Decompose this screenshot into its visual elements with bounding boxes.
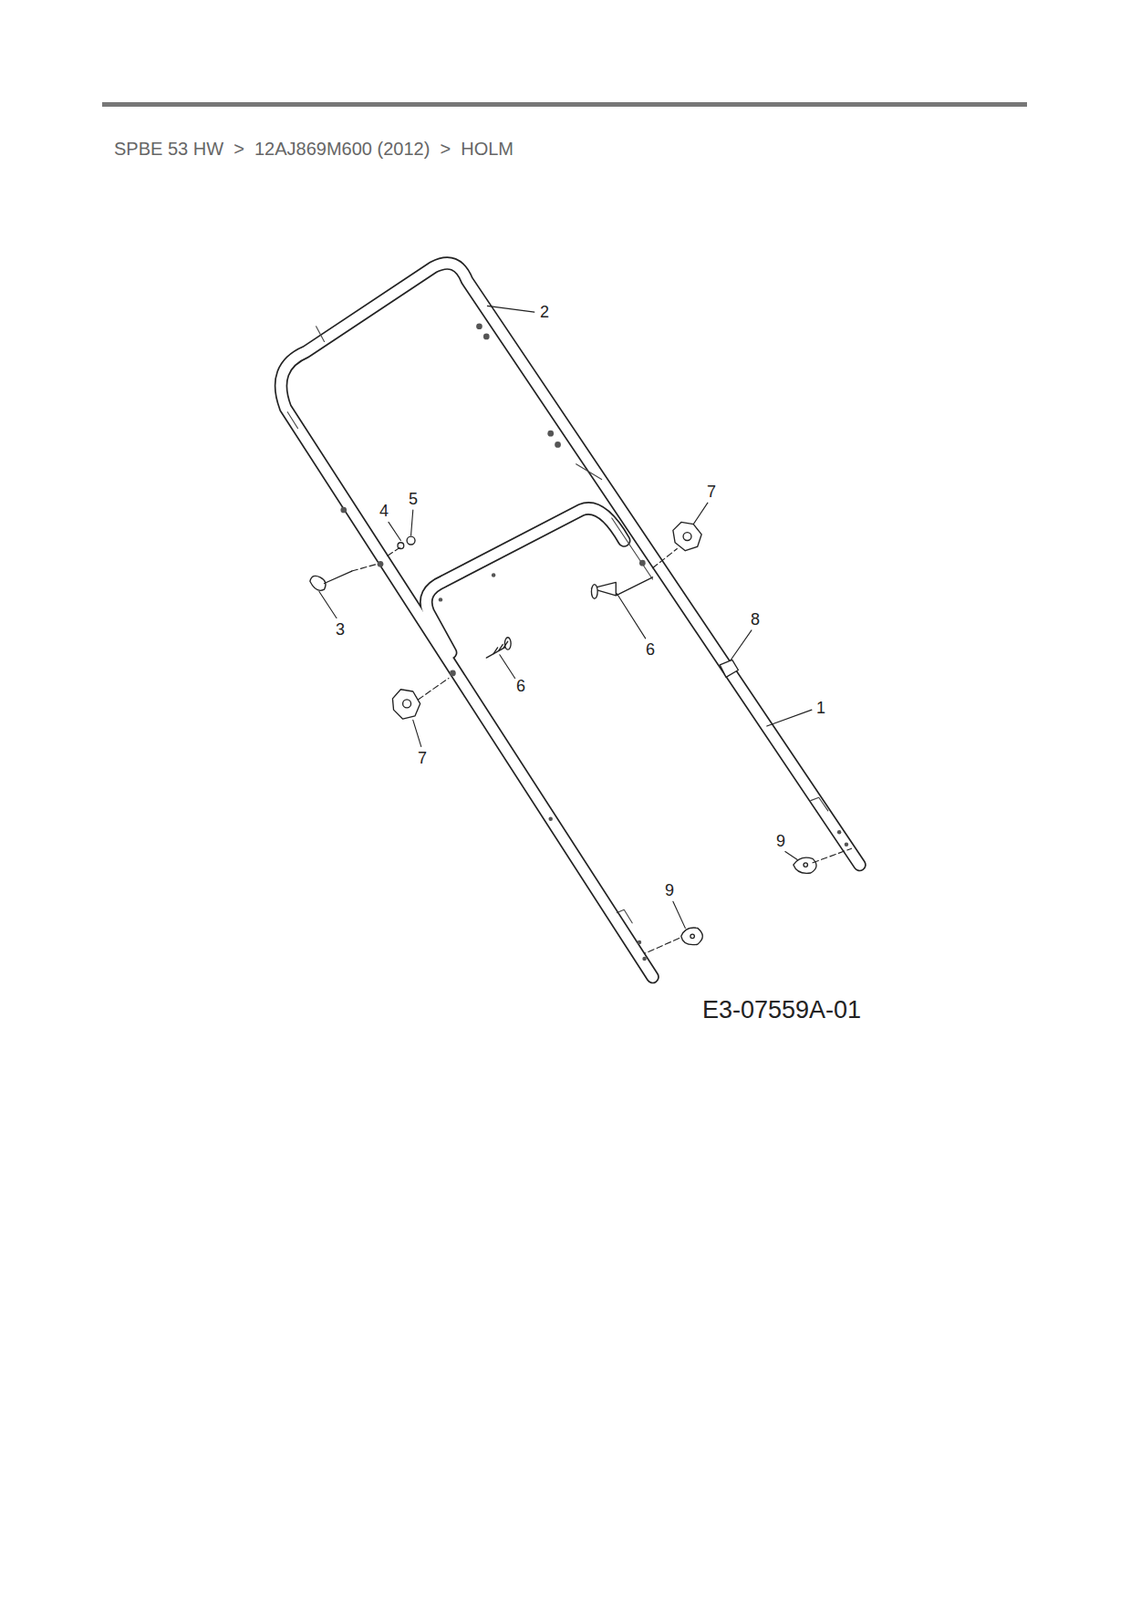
callout-number: 1	[816, 699, 826, 716]
callout-number: 5	[408, 490, 418, 508]
callout-number: 9	[776, 832, 786, 850]
callout-number: 3	[335, 621, 345, 638]
callout-number: 8	[750, 611, 760, 628]
callout-number: 2	[539, 303, 550, 321]
callout-number: 7	[417, 749, 427, 767]
callout-number: 4	[379, 502, 389, 519]
breadcrumb-title: SPBE 53 HW > 12AJ869M600 (2012) > HOLM	[114, 139, 514, 158]
top-rule	[102, 102, 1028, 107]
drawing-number: E3-07559A-01	[702, 997, 862, 1023]
callout-number: 7	[706, 483, 716, 500]
callout-number: 6	[516, 677, 526, 695]
callout-number: 6	[645, 641, 655, 658]
callout-number: 9	[664, 881, 675, 899]
